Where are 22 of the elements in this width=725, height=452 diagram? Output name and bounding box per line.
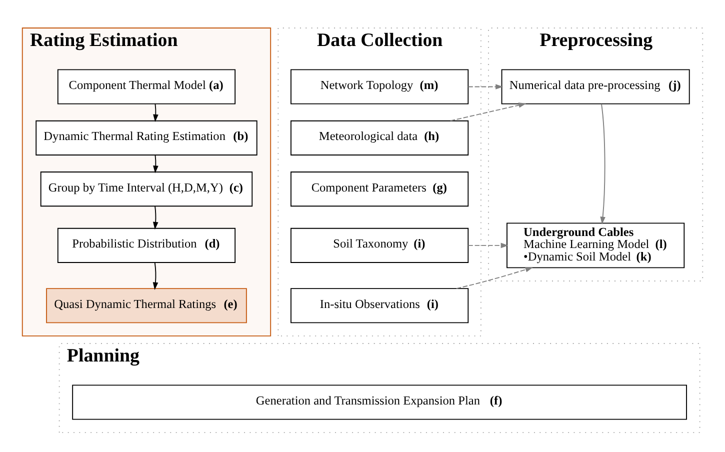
node-box: Component Parameters (g) [290, 172, 469, 207]
arrow [450, 102, 526, 122]
node-box: In-situ Observations (i) [290, 288, 469, 324]
node-box: Underground Cables Machine Learning Model (l) •Dynamic Soil Model (k) [506, 222, 685, 268]
arrow [153, 103, 158, 122]
node-box: Dynamic Thermal Rating Estimation (b) [36, 120, 258, 156]
arrow [600, 103, 606, 224]
node-box: Meteorological data (h) [290, 120, 469, 156]
node-box: Group by Time Interval (H,D,M,Y) (c) [40, 172, 253, 207]
node-box: Numerical data pre-processing (j) [501, 69, 690, 104]
node-box: Quasi Dynamic Thermal Ratings (e) [46, 288, 247, 324]
arrow [468, 84, 504, 90]
arrow [152, 262, 158, 290]
node-box: Soil Taxonomy (i) [290, 228, 469, 263]
node-box: Network Topology (m) [290, 69, 469, 104]
node-box: Component Thermal Model(a) [57, 69, 236, 104]
arrow [153, 154, 158, 174]
arrow [456, 267, 533, 289]
arrow [468, 242, 508, 248]
node-box: Generation and Transmission Expansion Plan (f) [72, 384, 687, 420]
arrow [152, 206, 158, 230]
node-box: Probabilistic Distribution (d) [57, 228, 236, 263]
